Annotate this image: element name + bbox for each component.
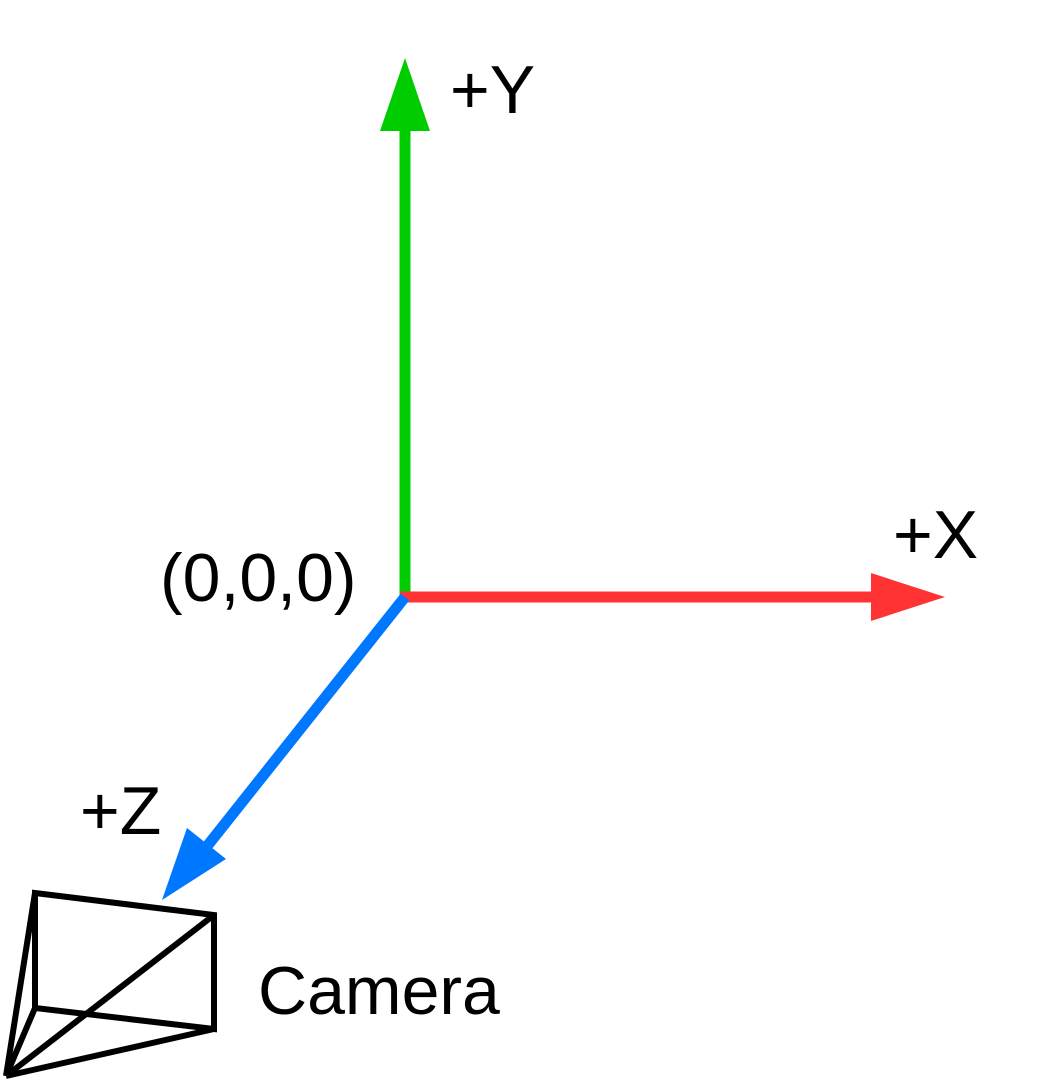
z-axis-arrowhead [162, 828, 226, 900]
camera-edge-left [3, 1006, 38, 1078]
z-axis-label: +Z [80, 773, 161, 849]
y-axis [380, 58, 430, 595]
camera-label: Camera [258, 953, 500, 1029]
y-axis-arrowhead [380, 58, 430, 131]
x-axis-arrowhead [871, 573, 945, 621]
origin-label: (0,0,0) [160, 540, 357, 616]
camera-edge-bottom [5, 1026, 215, 1079]
camera-frame [32, 889, 217, 1033]
x-axis [400, 573, 945, 621]
camera-edge-top [3, 892, 38, 1077]
z-axis-line [203, 593, 410, 849]
camera-icon [3, 889, 217, 1079]
z-axis [162, 593, 410, 900]
y-axis-label: +Y [450, 52, 535, 128]
camera-frame-diagonal [4, 912, 216, 1079]
x-axis-label: +X [893, 497, 978, 573]
